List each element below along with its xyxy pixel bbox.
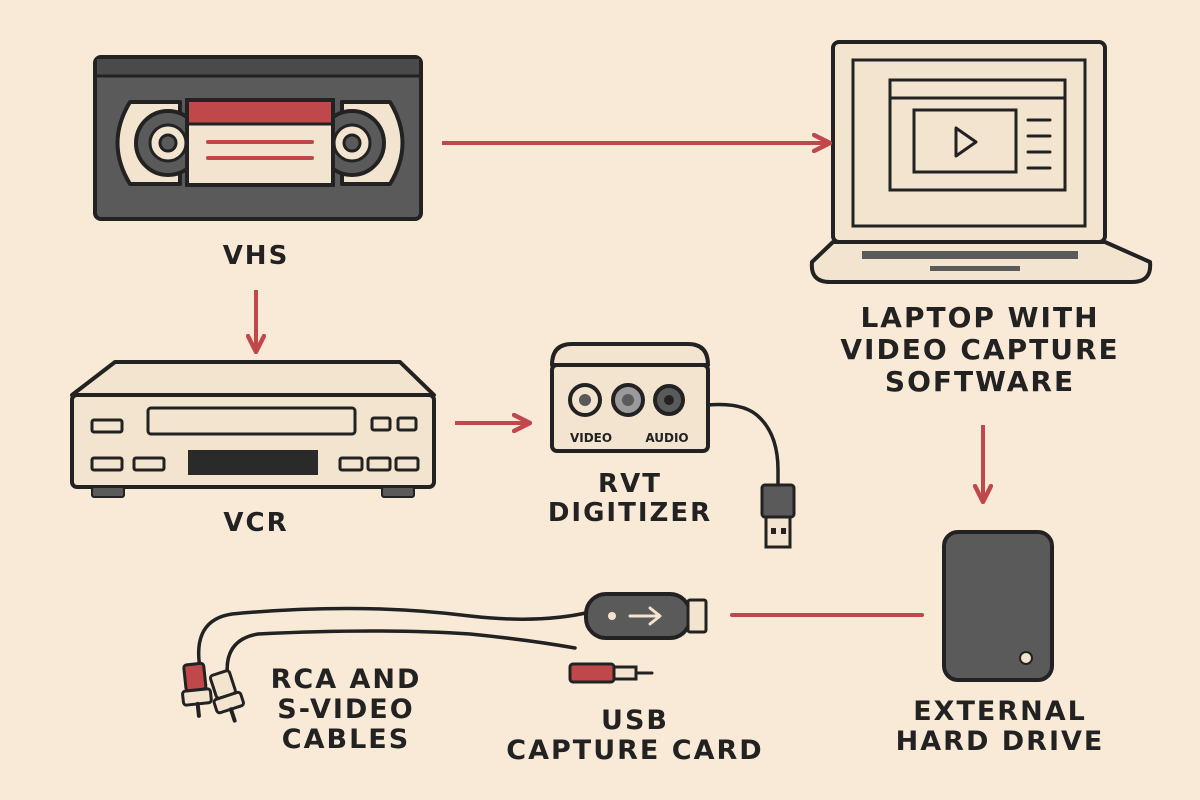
- usb-capture-card-icon: [584, 592, 708, 640]
- vhs-label: VHS: [196, 241, 316, 271]
- vhs-cassette-icon: [93, 55, 423, 221]
- laptop-label-line: SOFTWARE: [884, 365, 1076, 399]
- rca-cables-icon: [181, 606, 592, 723]
- laptop-label-line: LAPTOP WITH: [860, 301, 1100, 334]
- cables-label-line: CABLES: [281, 724, 411, 756]
- laptop-icon: [809, 40, 1153, 284]
- vcr-label-line: VCR: [223, 508, 289, 538]
- audio-plug-icon: [568, 662, 654, 684]
- cables-label: RCA AND S-VIDEO CABLES: [246, 664, 446, 756]
- laptop-label: LAPTOP WITH VIDEO CAPTURE SOFTWARE: [830, 301, 1130, 399]
- capture-card-label-line: CAPTURE CARD: [506, 735, 764, 767]
- cables-label-line: RCA AND: [270, 664, 422, 695]
- laptop-label-line: VIDEO CAPTURE: [840, 333, 1120, 367]
- hard-drive-label: EXTERNAL HARD DRIVE: [880, 696, 1120, 758]
- hard-drive-label-line: HARD DRIVE: [895, 726, 1105, 758]
- hard-drive-label-line: EXTERNAL: [913, 696, 1087, 727]
- usb-plug-icon: [760, 483, 796, 549]
- digitizer-label-line: RVT: [598, 469, 662, 499]
- digitizer-label-line: DIGITIZER: [547, 498, 713, 529]
- vhs-label-line: VHS: [222, 241, 290, 271]
- jack-video-label: VIDEO: [570, 431, 612, 445]
- hard-drive-icon: [942, 530, 1054, 682]
- digitizer-icon: VIDEO AUDIO: [550, 342, 780, 487]
- capture-card-label-line: USB: [601, 705, 669, 736]
- jack-audio-label: AUDIO: [645, 431, 688, 445]
- vcr-icon: [70, 360, 436, 498]
- digitizer-label: RVT DIGITIZER: [520, 469, 740, 529]
- cables-label-line: S-VIDEO: [277, 694, 415, 726]
- vcr-label: VCR: [196, 508, 316, 538]
- capture-card-label: USB CAPTURE CARD: [495, 705, 775, 767]
